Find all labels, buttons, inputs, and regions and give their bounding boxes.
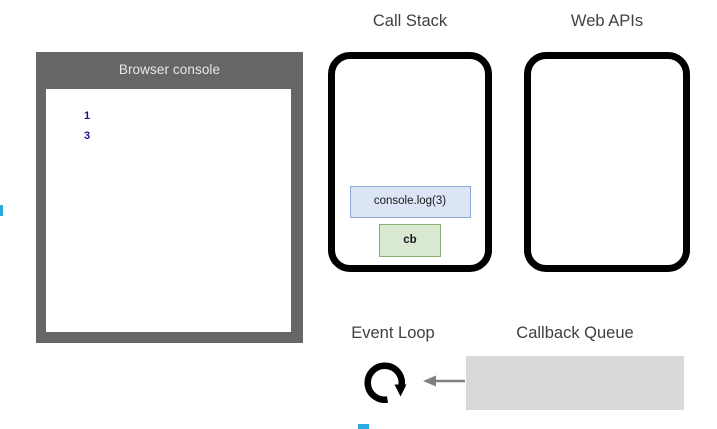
call-stack-frame[interactable]: cb — [379, 224, 441, 257]
console-output-line: 1 — [84, 110, 91, 122]
call-stack-heading: Call Stack — [372, 12, 448, 30]
browser-console-output: 1 3 — [46, 89, 291, 332]
web-apis-container — [524, 52, 690, 272]
browser-console-title: Browser console — [118, 62, 221, 77]
web-apis-heading: Web APIs — [570, 12, 644, 30]
arrow-left-icon — [423, 371, 465, 391]
callback-queue-container — [466, 356, 684, 410]
bottom-edge-cropped-marker — [358, 424, 369, 429]
left-edge-cropped-marker — [0, 205, 3, 216]
call-stack-container: console.log(3) cb — [328, 52, 492, 272]
console-output-line: 3 — [84, 130, 91, 142]
browser-console-window: Browser console 1 3 — [36, 52, 303, 343]
call-stack-frame[interactable]: console.log(3) — [349, 186, 471, 218]
event-loop-heading: Event Loop — [351, 324, 435, 342]
circular-arrow-icon — [361, 355, 413, 407]
callback-queue-heading: Callback Queue — [516, 324, 634, 342]
call-stack-frame-list: console.log(3) cb — [335, 186, 485, 257]
